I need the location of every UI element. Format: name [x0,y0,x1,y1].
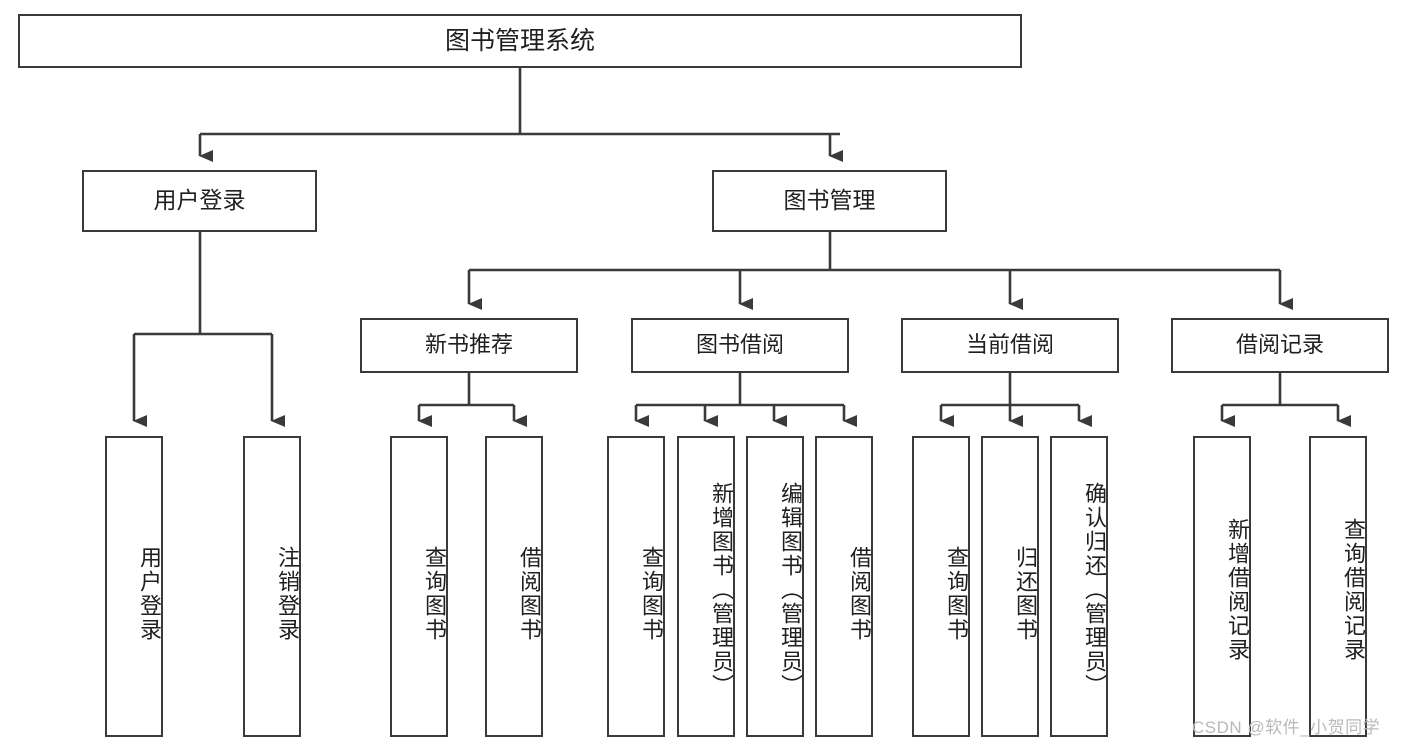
node-label: 借阅图书 [517,545,542,642]
node-label: 用户登录 [137,545,162,642]
node-current-borrow[interactable]: 当前借阅 [901,318,1119,373]
csdn-watermark: CSDN @软件_小贺同学 [1192,718,1381,737]
node-label: 确认归还（管理员） [1082,481,1107,698]
node-label: 查询图书 [639,545,664,642]
leaf-borrow-record-query-record[interactable]: 查询借阅记录 [1309,436,1367,737]
node-label: 查询图书 [422,545,447,642]
leaf-current-borrow-confirm-return-admin[interactable]: 确认归还（管理员） [1050,436,1108,737]
node-label: 借阅图书 [847,545,872,642]
node-label: 编辑图书（管理员） [778,481,803,698]
node-root-book-management-system[interactable]: 图书管理系统 [18,14,1022,68]
node-label: 查询图书 [944,545,969,642]
node-label: 注销登录 [275,545,300,642]
leaf-current-borrow-query-book[interactable]: 查询图书 [912,436,970,737]
node-label: 新书推荐 [424,332,513,358]
leaf-borrow-record-add-record[interactable]: 新增借阅记录 [1193,436,1251,737]
node-borrow-record[interactable]: 借阅记录 [1171,318,1389,373]
node-label: 新增借阅记录 [1225,517,1250,662]
leaf-user-login-login[interactable]: 用户登录 [105,436,163,737]
leaf-book-borrow-query-book[interactable]: 查询图书 [607,436,665,737]
node-label: 图书管理 [783,187,876,214]
leaf-new-book-query-book[interactable]: 查询图书 [390,436,448,737]
node-label: 用户登录 [153,187,246,214]
leaf-current-borrow-return-book[interactable]: 归还图书 [981,436,1039,737]
node-book-borrow[interactable]: 图书借阅 [631,318,849,373]
node-label: 借阅记录 [1235,332,1324,358]
leaf-new-book-borrow-book[interactable]: 借阅图书 [485,436,543,737]
node-label: 当前借阅 [965,332,1054,358]
node-label: 查询借阅记录 [1341,517,1366,662]
node-label: 图书借阅 [695,332,784,358]
leaf-book-borrow-add-book-admin[interactable]: 新增图书（管理员） [677,436,735,737]
node-user-login[interactable]: 用户登录 [82,170,317,232]
leaf-book-borrow-edit-book-admin[interactable]: 编辑图书（管理员） [746,436,804,737]
node-label: 图书管理系统 [444,27,595,55]
node-book-management[interactable]: 图书管理 [712,170,947,232]
leaf-book-borrow-borrow-book[interactable]: 借阅图书 [815,436,873,737]
leaf-user-login-logout[interactable]: 注销登录 [243,436,301,737]
node-new-book-recommend[interactable]: 新书推荐 [360,318,578,373]
node-label: 归还图书 [1013,545,1038,642]
node-label: 新增图书（管理员） [709,481,734,698]
